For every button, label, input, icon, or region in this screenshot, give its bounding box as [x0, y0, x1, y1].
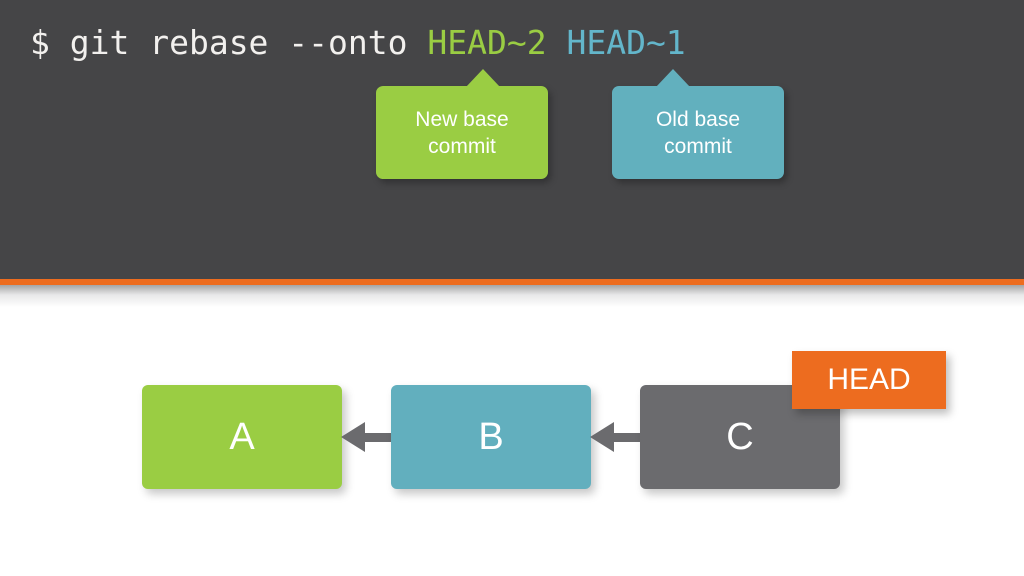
- callout-new-base-line2: commit: [428, 134, 496, 158]
- arrow-c-to-b-icon: [590, 415, 642, 459]
- section-divider: [0, 279, 1024, 285]
- arrow-b-to-a-icon: [341, 415, 393, 459]
- arrow-shaft: [610, 433, 642, 442]
- command-text: git rebase --onto: [69, 23, 428, 62]
- commit-label-b: B: [478, 415, 504, 458]
- arg-new-base: HEAD~2: [427, 23, 547, 62]
- commit-node-a[interactable]: A: [142, 385, 342, 489]
- arg-old-base: HEAD~1: [566, 23, 686, 62]
- arrow-head: [590, 422, 614, 452]
- callout-old-base-commit: Old base commit: [612, 69, 784, 179]
- callout-new-base-commit: New base commit: [376, 69, 548, 179]
- callout-tail-icon: [656, 69, 690, 87]
- callout-new-base-text: New base commit: [407, 106, 516, 160]
- shell-prompt: $: [30, 23, 70, 62]
- arg-separator: [547, 23, 567, 62]
- callout-old-base-line1: Old base: [655, 107, 741, 131]
- arrow-shaft: [361, 433, 393, 442]
- commit-label-c: C: [726, 415, 754, 458]
- arrow-head: [341, 422, 365, 452]
- terminal-command-line: $ git rebase --onto HEAD~2 HEAD~1: [30, 20, 686, 66]
- commit-label-a: A: [229, 415, 255, 458]
- terminal-panel: $ git rebase --onto HEAD~2 HEAD~1 New ba…: [0, 0, 1024, 279]
- callout-tail-icon: [466, 69, 500, 87]
- callout-new-base-line1: New base: [415, 107, 509, 131]
- commit-node-b[interactable]: B: [391, 385, 591, 489]
- callout-old-base-text: Old base commit: [648, 106, 748, 160]
- callout-old-base-line2: commit: [664, 134, 732, 158]
- commit-graph: A B C HEAD: [0, 307, 1024, 576]
- head-ref-badge[interactable]: HEAD: [792, 351, 946, 409]
- divider-shadow: [0, 285, 1024, 307]
- head-ref-label: HEAD: [827, 363, 911, 396]
